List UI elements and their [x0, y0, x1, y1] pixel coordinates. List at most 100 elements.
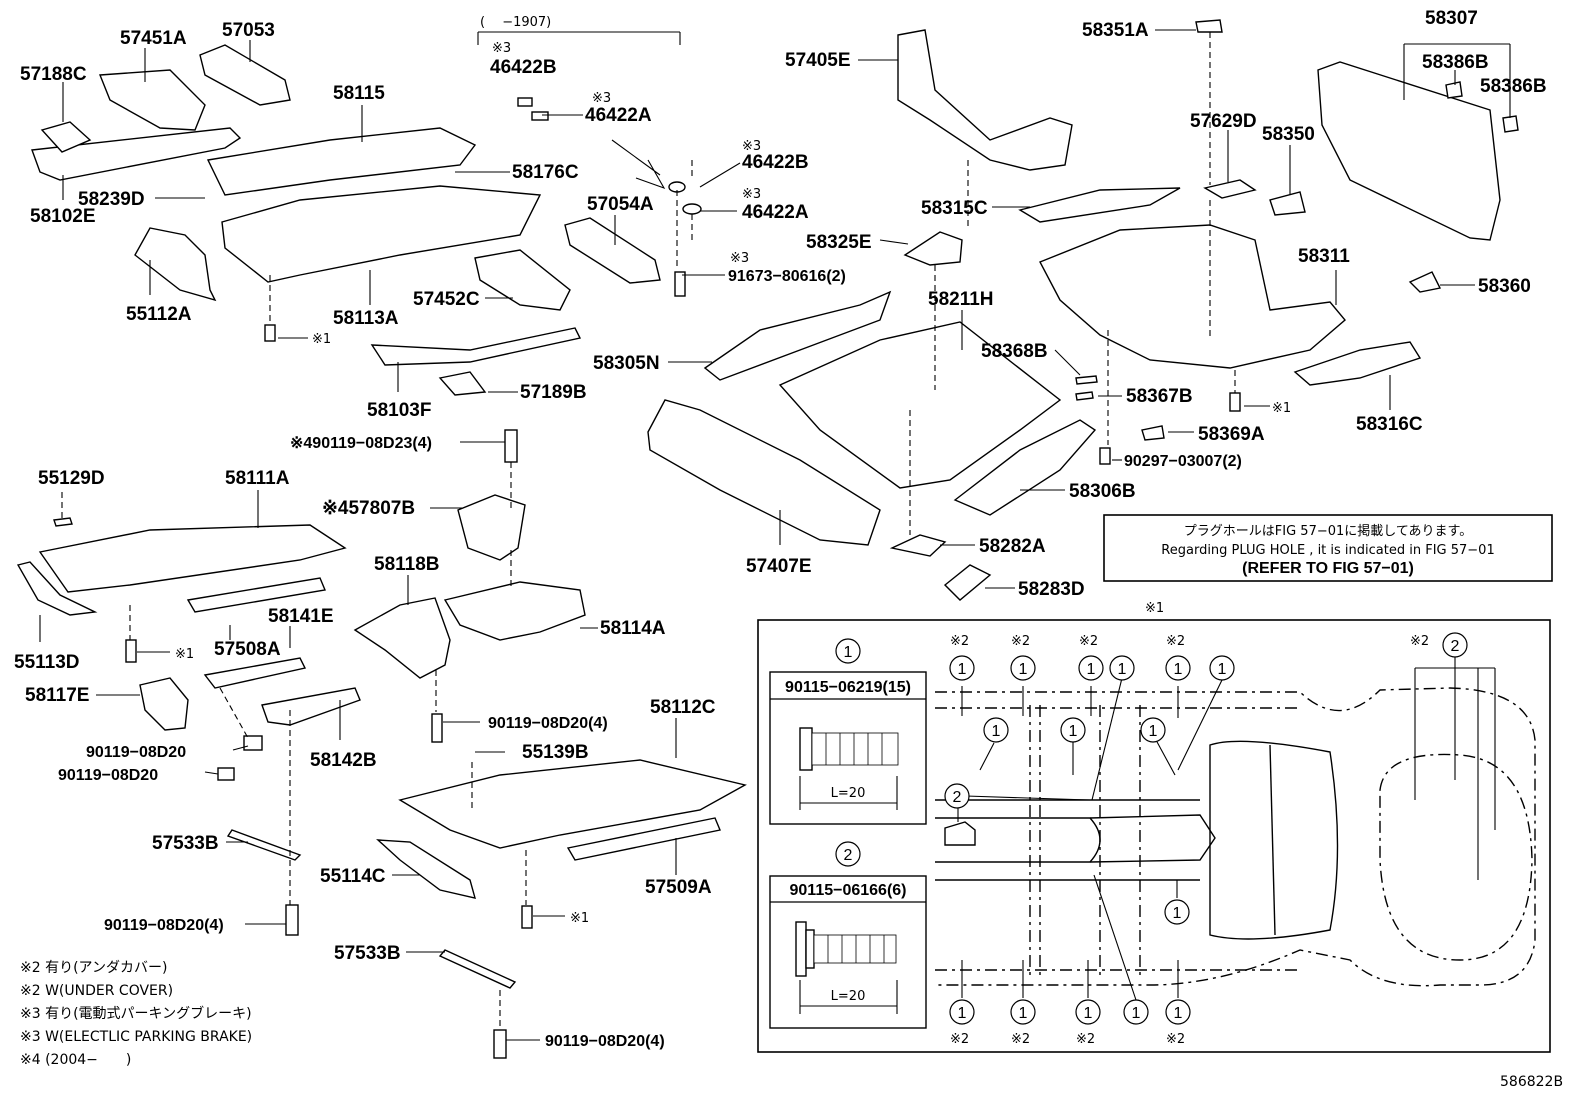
callout-90297-03007: 90297−03007(2) [1124, 453, 1242, 470]
part-58282A [889, 534, 947, 557]
clip-icon [944, 821, 976, 846]
callout-57053: 57053 [222, 20, 275, 41]
bolt-icon [1099, 447, 1111, 465]
clip-icon [682, 203, 702, 215]
callout-58386B: 58386B [1422, 52, 1489, 73]
part-58112C [398, 759, 747, 849]
bolt2-length: L=20 [831, 989, 866, 1004]
callout-90119-08D20-4: 90119−08D20(4) [104, 917, 224, 934]
part-58102E [31, 127, 242, 181]
callout-58211H: 58211H [928, 289, 994, 310]
part-55112A [134, 227, 217, 302]
marker-1: 1 [958, 661, 967, 678]
inset-title-mark: ※1 [1145, 601, 1164, 616]
callout-57405E: 57405E [785, 50, 851, 71]
part-57452C [474, 249, 571, 311]
callout-58305N: 58305N [593, 353, 660, 374]
mark-star2: ※2 [1166, 634, 1185, 649]
marker-1: 1 [1218, 661, 1227, 678]
callout-58113A: 58113A [333, 308, 399, 329]
clip-icon [531, 111, 549, 121]
part-55129D [53, 517, 73, 527]
part-57629D [1203, 179, 1257, 199]
part-58117E [139, 677, 189, 731]
callout-58316C: 58316C [1356, 414, 1423, 435]
part-55114C [376, 839, 476, 899]
bolt-icon [264, 324, 276, 342]
bolt-location-inset: ※1 1 90115−06219(15) L=20 2 90115−06166(… [757, 601, 1551, 1053]
marker-1: 1 [958, 1005, 967, 1022]
part-58368B [1075, 375, 1098, 385]
bolt-icon [243, 735, 263, 751]
callout-46422A: 46422A [585, 105, 652, 126]
part-58211H [778, 321, 1062, 489]
bolt-icon [674, 271, 686, 297]
callout-58369A: 58369A [1198, 424, 1265, 445]
mark-star3: ※3 [742, 187, 761, 202]
marker-1: 1 [1149, 723, 1158, 740]
callout-57533B: 57533B [152, 833, 219, 854]
underbody-outline [935, 655, 1536, 987]
callout-58367B: 58367B [1126, 386, 1193, 407]
part-58350 [1269, 191, 1306, 216]
footnote: ※2 有り(アンダカバー) [20, 960, 167, 976]
marker-2: 2 [1451, 638, 1460, 655]
part-57807B [457, 494, 526, 561]
part-57509A [566, 817, 721, 861]
callout-57188C: 57188C [20, 64, 87, 85]
marker-1: 1 [1087, 661, 1096, 678]
callout-58306B: 58306B [1069, 481, 1136, 502]
footnote: ※2 W(UNDER COVER) [20, 983, 173, 999]
part-58369A [1141, 425, 1165, 441]
callout-55113D: 55113D [14, 652, 80, 673]
part-58111A [38, 524, 347, 593]
bolt1-length: L=20 [831, 786, 866, 801]
callout-58114A: 58114A [600, 618, 666, 639]
plug-hole-notice: プラグホールはFIG 57−01に掲載してあります。 Regarding PLU… [1103, 514, 1553, 582]
part-58113A [221, 185, 542, 283]
mark-star2: ※2 [1166, 1032, 1185, 1047]
bolt-icon [431, 713, 443, 743]
marker-1: 1 [992, 723, 1001, 740]
part-58307 [1317, 61, 1501, 241]
callout-90119-08D20: 90119−08D20 [58, 767, 158, 784]
part-58360 [1408, 271, 1442, 293]
callout-58325E: 58325E [806, 232, 872, 253]
part-57189B [438, 371, 487, 396]
location-markers: 1 1 1 1 1 1 2 1 1 1 2 1 1 1 1 1 1 [944, 632, 1468, 1025]
footnote: ※3 有り(電動式パーキングブレーキ) [20, 1005, 252, 1022]
footnote: ※4 (2004− ) [20, 1052, 131, 1068]
callout-90119-08D20-4: 90119−08D20(4) [488, 715, 608, 732]
part-58351A [1195, 19, 1223, 33]
callout-58112C: 58112C [650, 697, 716, 718]
marker-1: 1 [1174, 1005, 1183, 1022]
part-58142B [261, 687, 361, 726]
bolt-icon [125, 639, 137, 663]
clip-icon [517, 97, 533, 107]
notice-ref: (REFER TO FIG 57−01) [1242, 560, 1414, 577]
mark-star2: ※2 [1076, 1032, 1095, 1047]
bolt-icon [521, 905, 533, 929]
bolt-long-icon [799, 727, 899, 771]
bolt2-mark: 2 [844, 847, 853, 864]
inset-leaders [961, 677, 1223, 1001]
callout-55112A: 55112A [126, 304, 192, 325]
arrow-icon [611, 139, 666, 190]
callout-57629D: 57629D [1190, 111, 1257, 132]
callout-58315C: 58315C [921, 198, 988, 219]
bolt-icon [493, 1029, 507, 1059]
footnotes: ※2 有り(アンダカバー) ※2 W(UNDER COVER) ※3 有り(電動… [20, 960, 252, 1068]
marker-1: 1 [1084, 1005, 1093, 1022]
leader-lines [39, 29, 1511, 1041]
mark-star1: ※1 [1272, 401, 1291, 416]
part-57405E [897, 29, 1073, 171]
mark-star1: ※1 [175, 647, 194, 662]
marker-1: 1 [1118, 661, 1127, 678]
part-58367B [1075, 391, 1094, 401]
notice-en: Regarding PLUG HOLE , it is indicated in… [1161, 543, 1494, 558]
callout-46422A: 46422A [742, 202, 809, 223]
callout-58118B: 58118B [374, 554, 440, 575]
part-57407E [647, 399, 881, 546]
bolt1-part: 90115−06219(15) [785, 679, 911, 696]
callout-58103F: 58103F [367, 400, 431, 421]
